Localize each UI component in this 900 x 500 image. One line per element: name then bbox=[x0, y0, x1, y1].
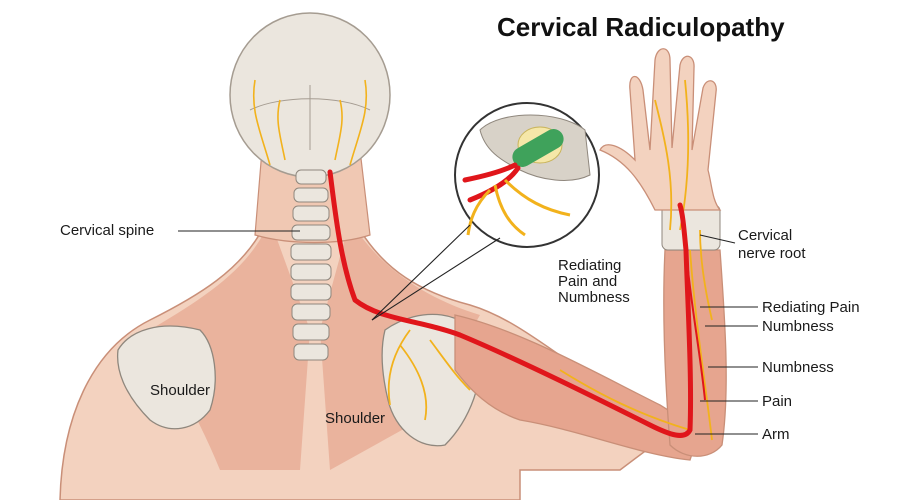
label-radiating-center-line2: Pain and bbox=[558, 273, 618, 290]
nerve-branches bbox=[387, 79, 713, 441]
label-cervical-spine: Cervical spine bbox=[60, 222, 155, 239]
label-radiating-center-line3: Numbness bbox=[558, 289, 630, 306]
label-nerve-root-line1: Cervical bbox=[738, 227, 793, 244]
forearm bbox=[663, 249, 727, 457]
leader-lines bbox=[178, 224, 758, 435]
head-nerves bbox=[252, 79, 368, 166]
forearm-red-branch bbox=[685, 249, 706, 401]
disc-herniation-icon bbox=[512, 129, 564, 168]
label-numbness-upper: Numbness bbox=[762, 318, 834, 335]
radiating-nerve-path bbox=[327, 169, 694, 438]
label-radiating-pain: Rediating Pain bbox=[762, 299, 860, 316]
label-radiating-center-line1: Rediating bbox=[558, 257, 622, 274]
spine-vertebrae bbox=[290, 169, 332, 361]
label-pain: Pain bbox=[762, 393, 793, 410]
label-shoulder-center: Shoulder bbox=[325, 410, 386, 427]
diagram-title: Cervical Radiculopathy bbox=[497, 12, 785, 42]
left-scapula bbox=[116, 325, 216, 430]
inset-nerve-root bbox=[462, 162, 521, 203]
label-arm: Arm bbox=[762, 426, 790, 443]
label-nerve-root-line2: nerve root bbox=[738, 245, 806, 262]
trapezius-muscle bbox=[150, 220, 310, 470]
label-shoulder-left: Shoulder bbox=[150, 382, 211, 399]
inset-nerve-branches bbox=[466, 178, 571, 237]
hand bbox=[599, 48, 722, 211]
label-numbness-lower: Numbness bbox=[762, 359, 834, 376]
